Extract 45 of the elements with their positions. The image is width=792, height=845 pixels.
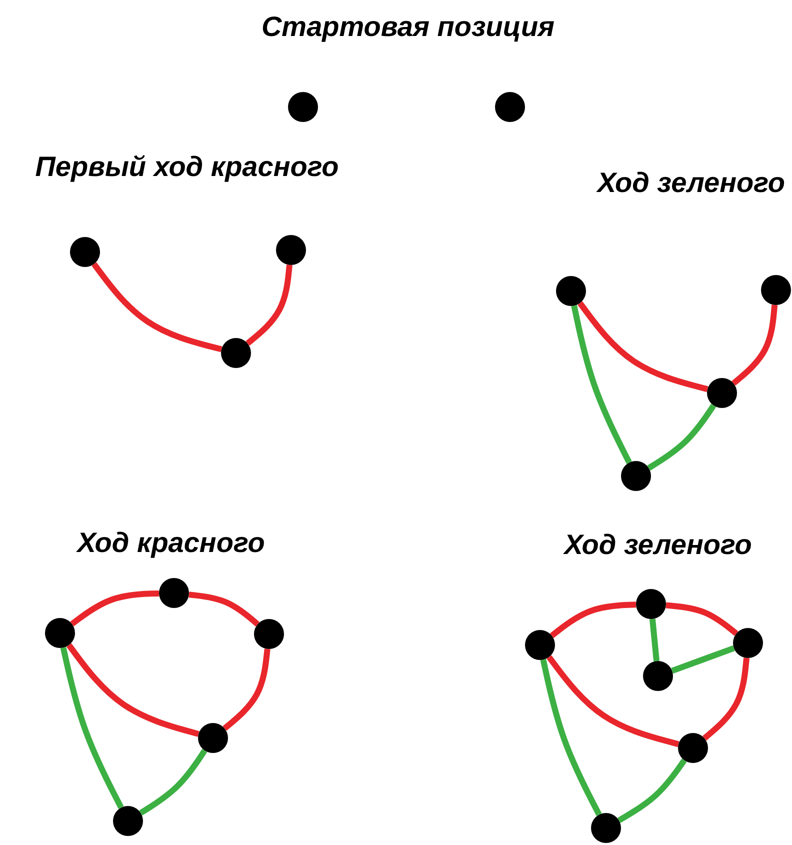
line bbox=[732, 304, 778, 386]
line bbox=[222, 648, 270, 731]
dot bbox=[591, 813, 621, 843]
dot bbox=[621, 461, 651, 491]
dot bbox=[495, 92, 525, 122]
line bbox=[139, 748, 208, 816]
dot bbox=[643, 661, 673, 691]
line bbox=[617, 758, 687, 823]
line bbox=[571, 305, 632, 464]
dot bbox=[556, 276, 586, 306]
line bbox=[92, 262, 222, 352]
line bbox=[666, 602, 738, 636]
dot bbox=[733, 628, 763, 658]
line bbox=[671, 645, 735, 674]
dot bbox=[198, 723, 228, 753]
line bbox=[66, 643, 200, 737]
heading: Ход зеленого bbox=[564, 530, 752, 561]
dot bbox=[221, 338, 251, 368]
dot bbox=[159, 578, 189, 608]
line bbox=[647, 404, 716, 471]
line bbox=[246, 264, 292, 346]
line bbox=[550, 602, 636, 638]
heading: Первый ход красного bbox=[35, 152, 339, 183]
title: Стартовая позиция bbox=[261, 12, 555, 43]
line bbox=[578, 301, 708, 392]
dot bbox=[761, 275, 791, 305]
dot bbox=[288, 92, 318, 122]
dot bbox=[525, 630, 555, 660]
line bbox=[546, 655, 680, 748]
heading: Ход зеленого bbox=[597, 168, 785, 199]
line bbox=[540, 659, 602, 816]
dot bbox=[113, 806, 143, 836]
line bbox=[702, 658, 750, 741]
dot bbox=[276, 235, 306, 265]
dot bbox=[254, 619, 284, 649]
dot bbox=[45, 618, 75, 648]
dot bbox=[70, 237, 100, 267]
dot bbox=[678, 733, 708, 763]
heading: Ход красного bbox=[77, 528, 265, 559]
line bbox=[188, 592, 260, 627]
line bbox=[60, 646, 124, 810]
dot bbox=[636, 589, 666, 619]
dot bbox=[707, 378, 737, 408]
line bbox=[70, 590, 160, 626]
line bbox=[649, 618, 660, 662]
